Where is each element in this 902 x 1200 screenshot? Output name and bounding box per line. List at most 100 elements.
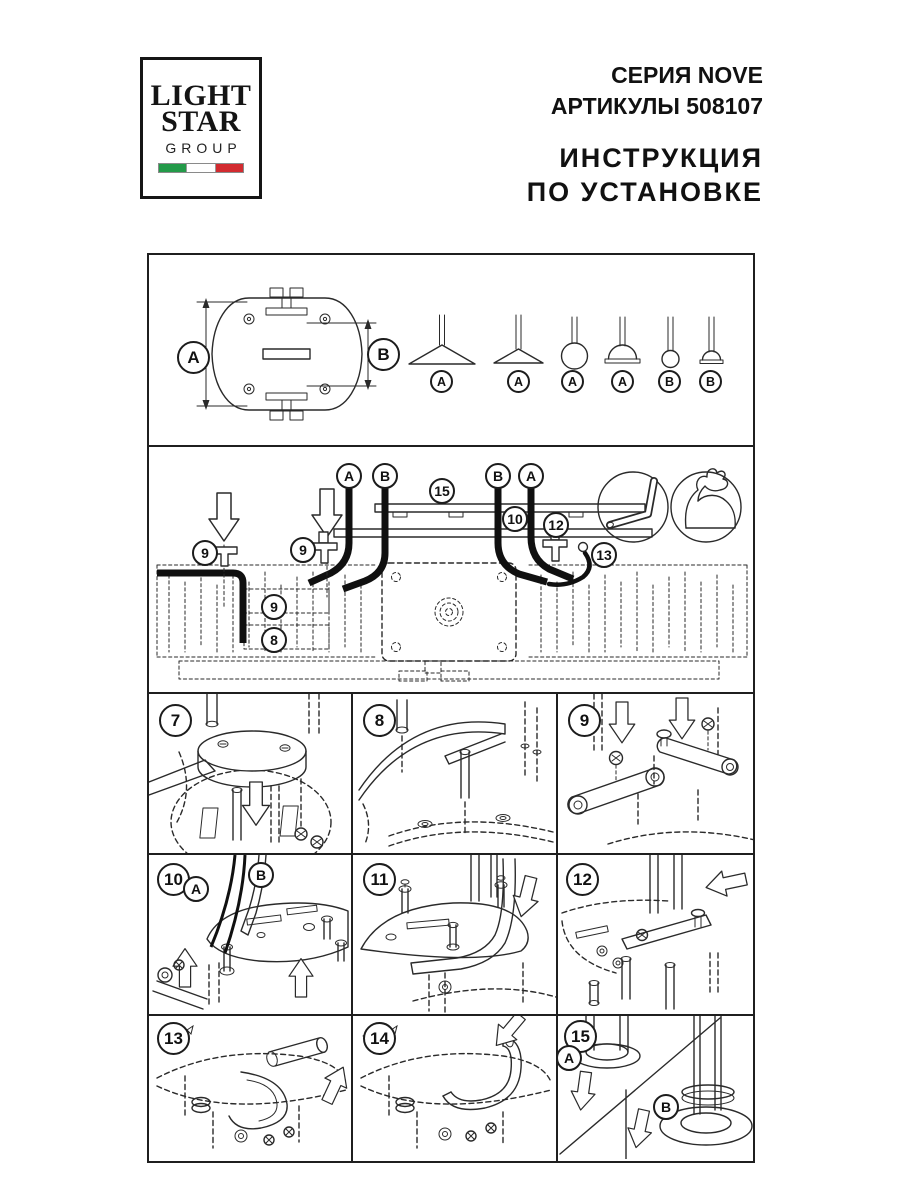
cable-b-right (494, 479, 548, 586)
callout-cable-a-right: A (518, 463, 544, 489)
mains-cable (157, 569, 247, 643)
shade-wide-cone (408, 314, 476, 365)
shade-small-globe (661, 316, 680, 369)
step-panel-15: 15 A B (558, 1016, 753, 1161)
step-13-drawing (156, 1024, 348, 1149)
callout-cable-b-left: B (372, 463, 398, 489)
down-arrow-icon (311, 488, 343, 538)
callout-cable-a-left: A (336, 463, 362, 489)
down-arrow-icon (512, 874, 539, 918)
shade-globe (560, 316, 589, 370)
step-number-9: 9 (568, 704, 601, 737)
shade-label-5: B (699, 370, 722, 393)
down-arrow-icon (208, 492, 240, 542)
steps-row-3: 13 14 (149, 1016, 753, 1161)
hand-tighten-icon (670, 468, 742, 543)
center-plate (381, 562, 517, 662)
callout-cable-end-13: 13 (591, 542, 617, 568)
step-panel-13: 13 (149, 1016, 353, 1161)
step-number-8: 8 (363, 704, 396, 737)
diagram-sheet: A B A A A A B B (147, 253, 755, 1163)
cable-13 (546, 550, 592, 587)
callout-terminal-12: 12 (543, 512, 569, 538)
logo-word-star: STAR (161, 105, 241, 138)
flag-white-segment (186, 164, 215, 173)
left-arrow-icon (705, 870, 748, 897)
instruction-title-line1: ИНСТРУКЦИЯ (559, 143, 763, 173)
callout-stack-upper-9: 9 (261, 594, 287, 620)
step-number-12: 12 (566, 863, 599, 896)
step-panel-7: 7 (149, 694, 353, 853)
instruction-title-line2: ПО УСТАНОВКЕ (526, 177, 763, 207)
shade-label-4: B (658, 370, 681, 393)
steps-row-2: 10 A B 11 (149, 855, 753, 1016)
callout-stack-lower-8: 8 (261, 627, 287, 653)
step-panel-14: 14 (353, 1016, 558, 1161)
callout-bracket-10: 10 (502, 506, 528, 532)
flag-green-segment (159, 164, 187, 173)
step-panel-12: 12 (558, 855, 753, 1014)
step15-option-a-label: A (558, 1045, 582, 1071)
dimension-b-line (306, 319, 377, 390)
flag-red-segment (214, 164, 243, 173)
steps-row-1: 7 8 (149, 694, 753, 855)
step-number-13: 13 (157, 1022, 190, 1055)
callout-hook-center-9: 9 (290, 537, 316, 563)
chassis-dashed (156, 564, 748, 682)
down-arrow-icon (608, 701, 636, 744)
shade-label-0: A (430, 370, 453, 393)
step-panel-8: 8 (353, 694, 558, 853)
overview-panel: A B B A 15 10 12 13 9 9 9 8 (149, 447, 753, 694)
step-number-14: 14 (363, 1022, 396, 1055)
step-panel-10: 10 A B (149, 855, 353, 1014)
lightstar-logo: LIGHT STAR GROUP (140, 57, 262, 199)
cable-b-left (341, 479, 389, 593)
down-arrow-icon (241, 781, 271, 826)
logo-word-group: GROUP (165, 140, 242, 157)
down-arrow-icon (668, 697, 696, 740)
step-panel-9: 9 (558, 694, 753, 853)
down-arrow-icon (627, 1108, 653, 1149)
up-arrow-icon (172, 947, 198, 988)
hex-key-icon (597, 471, 669, 543)
step-8-drawing (358, 699, 554, 847)
up-arrow-icon (288, 957, 314, 998)
instruction-title: ИНСТРУКЦИЯ ПО УСТАНОВКЕ (527, 141, 763, 209)
step15-option-b-label: B (653, 1094, 679, 1120)
cable-a-right (527, 479, 575, 583)
down-left-arrow-icon (495, 1016, 526, 1047)
step10-cable-b-label: B (248, 862, 274, 888)
step-number-11: 11 (363, 863, 396, 896)
callout-rail-15: 15 (429, 478, 455, 504)
cable-a-left (307, 479, 353, 587)
step-7-drawing (149, 694, 332, 853)
step-10-drawing (152, 855, 349, 1010)
step-12-drawing (561, 855, 748, 1010)
shade-small-dome (699, 316, 724, 364)
shade-label-3: A (611, 370, 634, 393)
series-title: СЕРИЯ NOVE (611, 62, 763, 88)
callout-hook-left-9: 9 (192, 540, 218, 566)
step-14-drawing (360, 1016, 552, 1149)
callout-dim-b: B (367, 338, 400, 371)
shade-dome (604, 316, 641, 364)
step-number-7: 7 (159, 704, 192, 737)
step-11-drawing (360, 855, 556, 1014)
bottom-bracket (265, 392, 308, 421)
title-block: СЕРИЯ NOVE АРТИКУЛЫ 508107 ИНСТРУКЦИЯ ПО… (527, 60, 763, 209)
italian-flag-stripe (158, 163, 244, 174)
shade-cone (493, 314, 544, 364)
callout-dim-a: A (177, 341, 210, 374)
top-bracket (265, 287, 308, 316)
screw-holes (243, 313, 331, 395)
up-right-arrow-icon (321, 1066, 348, 1105)
articles-title: АРТИКУЛЫ 508107 (550, 93, 763, 119)
dimensions-drawing (196, 287, 724, 421)
step-15-drawing (559, 1016, 753, 1159)
callout-cable-b-right: B (485, 463, 511, 489)
step-panel-11: 11 (353, 855, 558, 1014)
shade-label-2: A (561, 370, 584, 393)
shade-label-1: A (507, 370, 530, 393)
center-slot (262, 348, 311, 360)
